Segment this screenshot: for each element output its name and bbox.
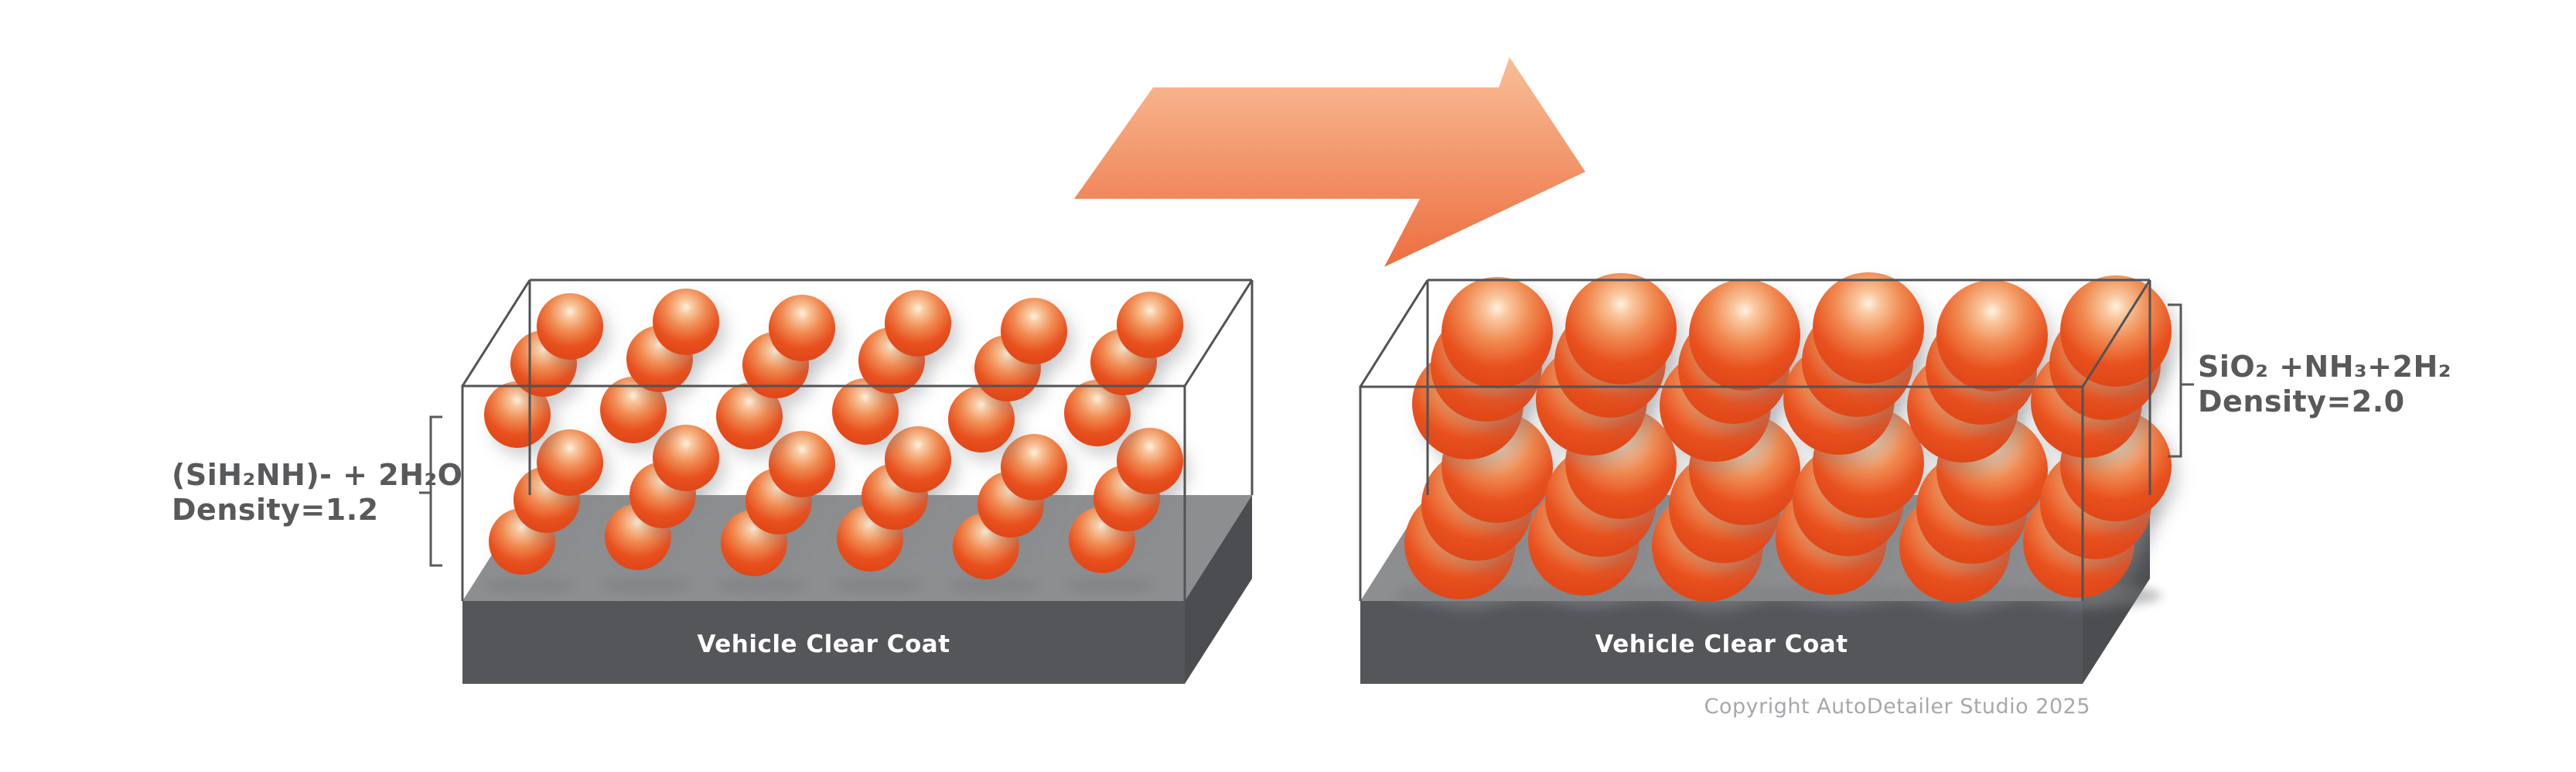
slab-front-face bbox=[1360, 601, 2083, 684]
after-bracket bbox=[2168, 303, 2194, 458]
box-front-edges bbox=[1359, 385, 2084, 601]
before-bracket bbox=[419, 415, 442, 567]
molecule-sphere bbox=[1936, 280, 2048, 391]
after-panel: Vehicle Clear Coat SiO₂ +NH₃+2H₂ Density… bbox=[1359, 272, 2451, 684]
box-slant-edges bbox=[1359, 279, 2151, 388]
molecule-sphere bbox=[716, 383, 783, 449]
sphere-slab-shadow bbox=[832, 578, 923, 593]
molecule-sphere bbox=[1117, 292, 1183, 358]
box-back-edges bbox=[528, 278, 1254, 495]
after-formula: SiO₂ +NH₃+2H₂ bbox=[2198, 350, 2451, 384]
molecule-sphere bbox=[1117, 428, 1183, 494]
sphere-slab-shadow bbox=[716, 578, 807, 593]
molecule-sphere bbox=[484, 381, 551, 448]
sphere-slab-shadow bbox=[948, 578, 1039, 593]
molecule-sphere bbox=[1442, 277, 1553, 388]
after-spheres bbox=[1404, 272, 2172, 603]
molecule-sphere bbox=[1064, 380, 1131, 446]
before-panel: Vehicle Clear Coat (SiH₂NH)- + 2H₂O Dens… bbox=[172, 278, 1254, 684]
before-sphere-shadows bbox=[484, 578, 1155, 593]
molecule-sphere bbox=[1565, 273, 1677, 384]
molecule-sphere bbox=[948, 386, 1015, 453]
molecule-sphere bbox=[600, 377, 667, 443]
molecule-sphere bbox=[1001, 434, 1067, 500]
molecule-sphere bbox=[832, 378, 899, 445]
molecule-sphere bbox=[1689, 279, 1800, 391]
before-density: Density=1.2 bbox=[172, 493, 379, 527]
before-substrate-label: Vehicle Clear Coat bbox=[697, 630, 950, 658]
after-density: Density=2.0 bbox=[2198, 384, 2405, 418]
molecule-sphere bbox=[885, 290, 951, 357]
after-substrate-label: Vehicle Clear Coat bbox=[1595, 630, 1848, 658]
box-front-edges bbox=[461, 384, 1186, 601]
sphere-slab-shadow bbox=[600, 578, 691, 593]
before-wireframe-box bbox=[461, 278, 1254, 601]
molecule-sphere bbox=[769, 431, 835, 497]
after-label-group: SiO₂ +NH₃+2H₂ Density=2.0 bbox=[2198, 350, 2451, 418]
molecule-sphere bbox=[537, 429, 603, 496]
slab-front-face bbox=[462, 601, 1185, 684]
copyright-text: Copyright AutoDetailer Studio 2025 bbox=[1704, 695, 2090, 719]
sphere-slab-shadow bbox=[1516, 583, 1667, 608]
box-slant-edges bbox=[461, 279, 1254, 387]
after-wireframe-box bbox=[1359, 278, 2151, 601]
process-arrow-icon bbox=[1074, 57, 1585, 267]
before-spheres bbox=[484, 289, 1183, 579]
sphere-slab-shadow bbox=[1064, 578, 1155, 593]
slab-side-face bbox=[1185, 495, 1252, 684]
before-label-group: (SiH₂NH)- + 2H₂O Density=1.2 bbox=[172, 458, 462, 527]
molecule-sphere bbox=[1813, 272, 1924, 384]
molecule-sphere bbox=[1001, 298, 1067, 364]
sphere-slab-shadow bbox=[1763, 583, 1915, 608]
molecule-sphere bbox=[537, 293, 603, 360]
molecule-sphere bbox=[653, 289, 719, 355]
sphere-slab-shadow bbox=[484, 578, 575, 593]
before-formula: (SiH₂NH)- + 2H₂O bbox=[172, 458, 462, 492]
molecule-sphere bbox=[885, 426, 951, 493]
molecule-sphere bbox=[769, 295, 835, 361]
molecule-sphere bbox=[653, 425, 719, 491]
molecule-sphere bbox=[2060, 275, 2172, 387]
